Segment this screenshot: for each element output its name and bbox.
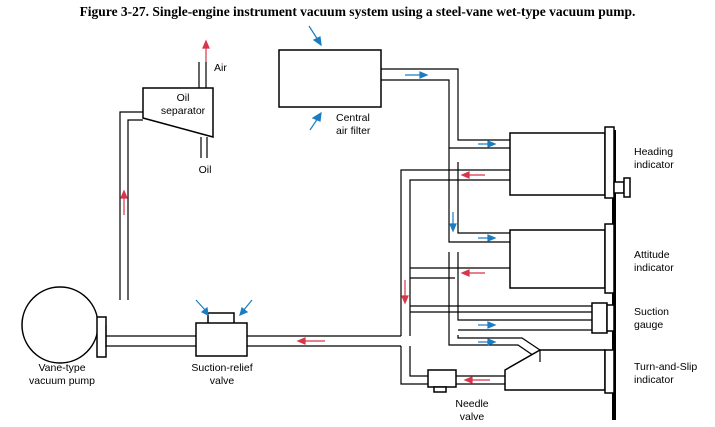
label-suction-relief-valve-2: valve <box>210 375 235 387</box>
pipe-relief-to-manifold <box>247 335 401 347</box>
pipe-pump-to-relief <box>105 335 196 347</box>
label-air: Air <box>214 62 227 74</box>
suction-gauge <box>591 302 615 334</box>
label-oil: Oil <box>199 164 212 176</box>
vane-type-vacuum-pump <box>21 286 107 364</box>
label-turn-and-slip-1: Turn-and-Slip <box>634 361 697 373</box>
heading-indicator <box>509 126 631 199</box>
label-suction-gauge-2: gauge <box>634 319 663 331</box>
pipe-supply-to-suction <box>457 252 592 321</box>
label-vane-pump-2: vacuum pump <box>29 375 95 387</box>
pipe-return-suction <box>410 305 592 313</box>
label-central-air-filter-2: air filter <box>336 125 371 137</box>
label-suction-gauge-1: Suction <box>634 306 669 318</box>
flow-arrows <box>120 25 497 384</box>
attitude-indicator <box>509 223 615 294</box>
label-central-air-filter-1: Central <box>336 112 370 124</box>
label-heading-indicator-1: Heading <box>634 146 673 158</box>
pipe-pump-to-separator-outer <box>119 111 143 300</box>
pipe-supply-to-attitude-b <box>457 162 510 234</box>
oil-separator <box>142 87 214 138</box>
pipe-filter-to-heading-outer <box>380 68 510 141</box>
pipe-return-attitude <box>410 267 510 279</box>
label-oil-separator-1: Oil <box>177 92 190 104</box>
needle-valve <box>427 369 457 393</box>
vacuum-flow-arrows <box>120 39 490 384</box>
central-air-filter <box>278 49 382 108</box>
suction-relief-valve <box>195 322 248 357</box>
pipe-pump-to-separator-inner <box>127 119 143 300</box>
label-suction-relief-valve-1: Suction-relief <box>191 362 252 374</box>
airflow-arrows <box>195 25 497 346</box>
label-attitude-indicator-2: indicator <box>634 262 674 274</box>
label-vane-pump-1: Vane-type <box>38 362 85 374</box>
label-attitude-indicator-1: Attitude <box>634 249 670 261</box>
label-heading-indicator-2: indicator <box>634 159 674 171</box>
pipe-network <box>105 62 592 385</box>
pipe-supply-to-attitude <box>448 148 510 243</box>
figure-title: Figure 3-27. Single-engine instrument va… <box>79 4 636 19</box>
pipe-return-heading-inner <box>409 179 458 336</box>
pipe-filter-to-heading-inner <box>380 79 510 149</box>
pipe-needle-to-turn <box>456 375 505 385</box>
label-oil-separator-2: separator <box>161 105 206 117</box>
label-needle-valve-1: Needle <box>455 398 488 410</box>
labels: Air Oil separator Oil Central air filter… <box>29 62 697 423</box>
pipe-manifold-to-needle <box>400 346 428 385</box>
pipe-air-outlet <box>198 62 207 88</box>
pipe-supply-to-turn-outer <box>448 252 541 361</box>
pipe-supply-to-turn-inner <box>457 335 541 351</box>
label-turn-and-slip-2: indicator <box>634 374 674 386</box>
turn-and-slip-indicator <box>504 349 615 394</box>
pipe-oil-drain <box>200 137 208 158</box>
label-needle-valve-2: valve <box>460 411 485 423</box>
pipe-return-heading-outer <box>400 169 510 336</box>
